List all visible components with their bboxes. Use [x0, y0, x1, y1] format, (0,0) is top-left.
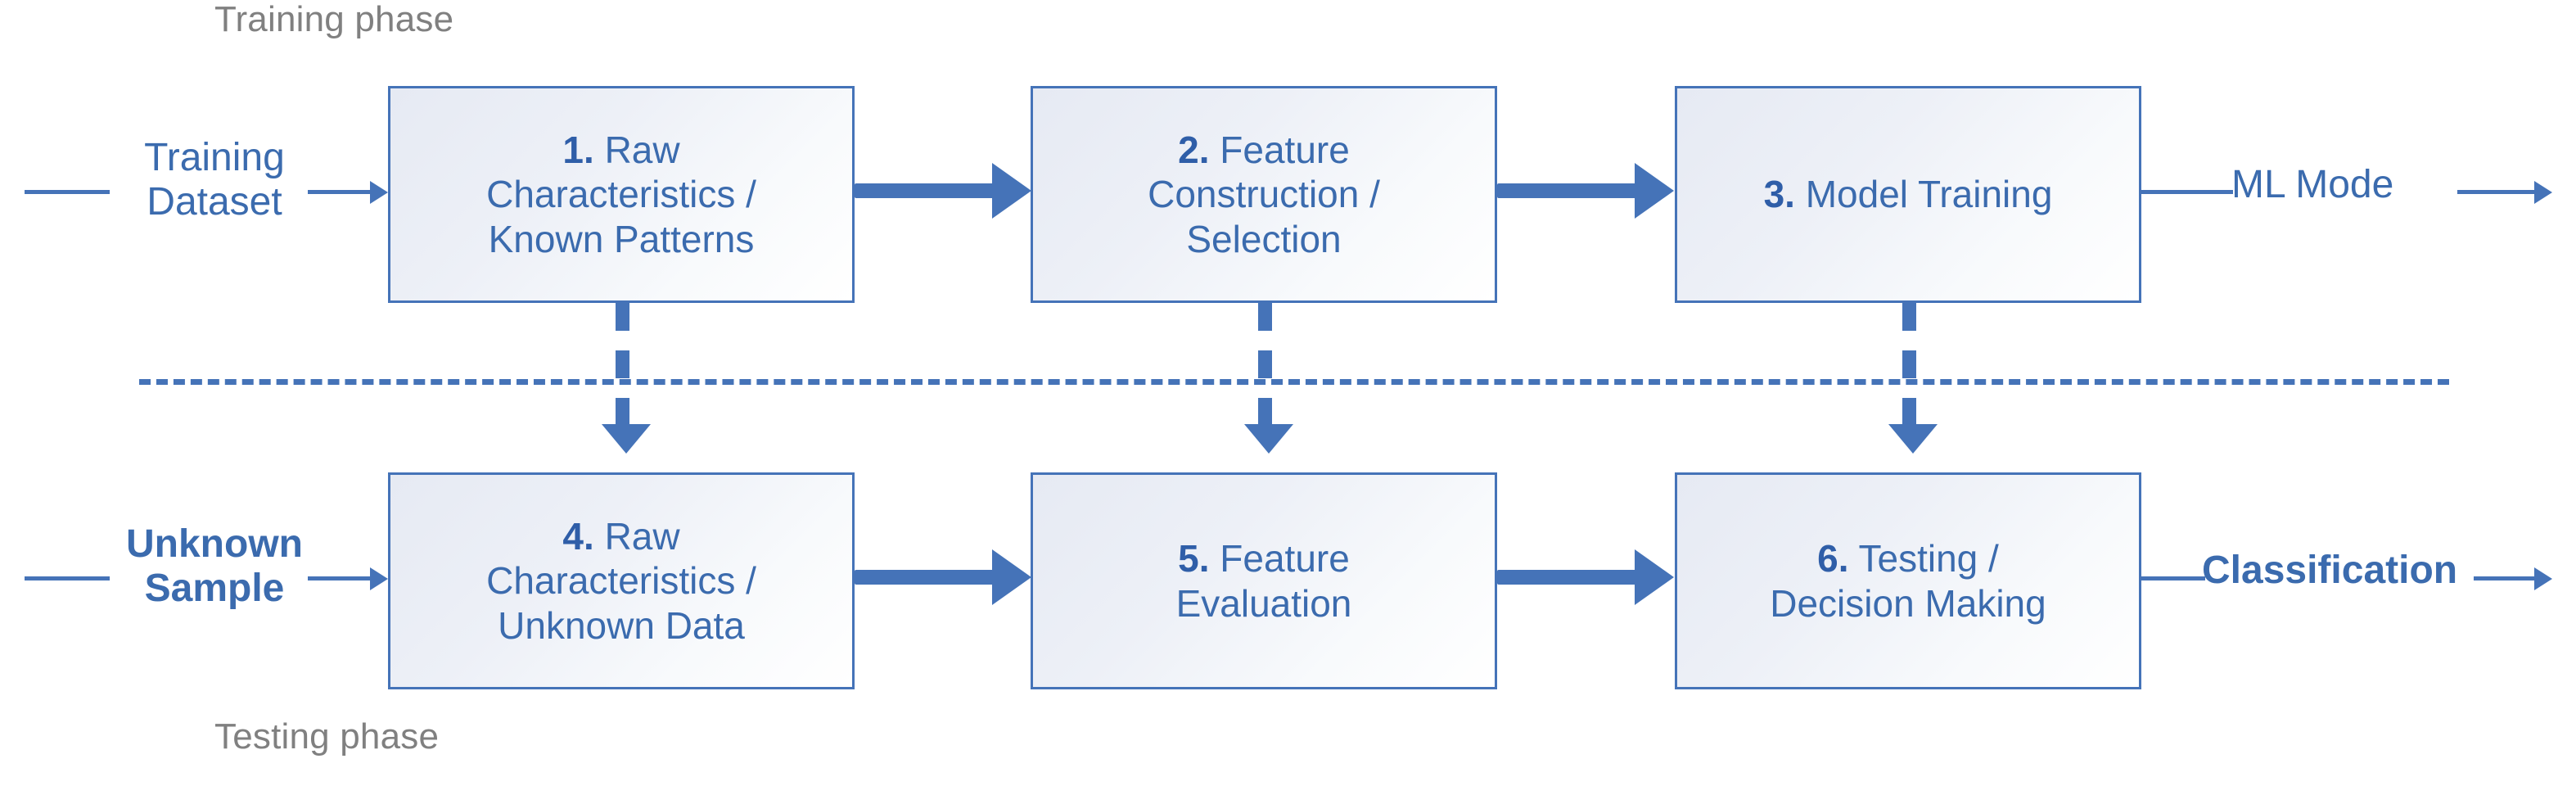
training-dataset-label: Training Dataset: [92, 136, 337, 224]
training-input-stub-line: [25, 190, 110, 194]
box-3-number: 3.: [1763, 173, 1795, 216]
dashed-connector-box3-arrowhead-icon: [1888, 424, 1938, 454]
testing-input-stub-line: [25, 576, 110, 580]
ml-model-output-arrow-icon: [2457, 190, 2536, 194]
unknown-sample-label: Unknown Sample: [92, 522, 337, 611]
box-4-line3: Unknown Data: [498, 603, 745, 647]
box-1-number: 1.: [562, 129, 594, 172]
box-4-number: 4.: [562, 515, 594, 558]
box-2-line1: Feature: [1220, 129, 1350, 172]
classification-stub-line: [2141, 576, 2205, 580]
flow-arrow-box1-to-box2-icon: [855, 183, 994, 198]
dashed-connector-box1-arrowhead-icon: [602, 424, 651, 454]
box-5-line2: Evaluation: [1175, 581, 1352, 625]
classification-output-arrow-icon: [2474, 576, 2536, 580]
box-2-line2: Construction /: [1148, 173, 1380, 216]
box-3-line1: Model Training: [1805, 173, 2053, 216]
ml-model-label: ML Mode: [2231, 163, 2394, 206]
process-box-3-model-training[interactable]: 3. Model Training: [1675, 86, 2141, 303]
dashed-connector-box2-to-box5: [1258, 303, 1272, 426]
process-box-1-raw-characteristics[interactable]: 1. Raw Characteristics / Known Patterns: [388, 86, 855, 303]
box-5-line1: Feature: [1220, 537, 1350, 580]
ml-model-stub-line: [2141, 190, 2233, 194]
box-6-line2: Decision Making: [1770, 581, 2046, 625]
dashed-connector-box2-arrowhead-icon: [1244, 424, 1293, 454]
dashed-connector-box3-to-box6: [1902, 303, 1916, 426]
testing-phase-label: Testing phase: [214, 716, 440, 757]
unknown-sample-line1: Unknown: [126, 522, 303, 566]
dashed-connector-box1-to-box4: [616, 303, 629, 426]
flow-arrow-box4-to-box5-icon: [855, 570, 994, 585]
flow-arrow-box2-to-box3-icon: [1497, 183, 1636, 198]
training-input-arrow-icon: [308, 190, 372, 194]
unknown-sample-line2: Sample: [144, 566, 285, 610]
classification-label: Classification: [2202, 549, 2458, 592]
box-2-number: 2.: [1178, 129, 1210, 172]
process-box-5-feature-evaluation[interactable]: 5. Feature Evaluation: [1031, 472, 1497, 689]
process-box-6-testing-decision-making[interactable]: 6. Testing / Decision Making: [1675, 472, 2141, 689]
training-dataset-line1: Training: [144, 136, 285, 179]
box-4-line1: Raw: [604, 515, 680, 558]
training-dataset-line2: Dataset: [147, 179, 282, 224]
process-box-4-raw-characteristics[interactable]: 4. Raw Characteristics / Unknown Data: [388, 472, 855, 689]
testing-input-arrow-icon: [308, 576, 372, 580]
training-phase-label: Training phase: [214, 0, 454, 39]
box-4-line2: Characteristics /: [486, 559, 756, 603]
box-6-line1: Testing /: [1858, 537, 1999, 580]
box-6-number: 6.: [1817, 537, 1849, 580]
box-1-line2: Characteristics /: [486, 173, 756, 216]
flow-arrow-box5-to-box6-icon: [1497, 570, 1636, 585]
box-1-line1: Raw: [604, 129, 680, 172]
box-5-number: 5.: [1178, 537, 1210, 580]
phase-divider-line: [139, 379, 2449, 385]
box-2-line3: Selection: [1186, 217, 1342, 260]
process-box-2-feature-construction[interactable]: 2. Feature Construction / Selection: [1031, 86, 1497, 303]
box-1-line3: Known Patterns: [488, 217, 755, 260]
